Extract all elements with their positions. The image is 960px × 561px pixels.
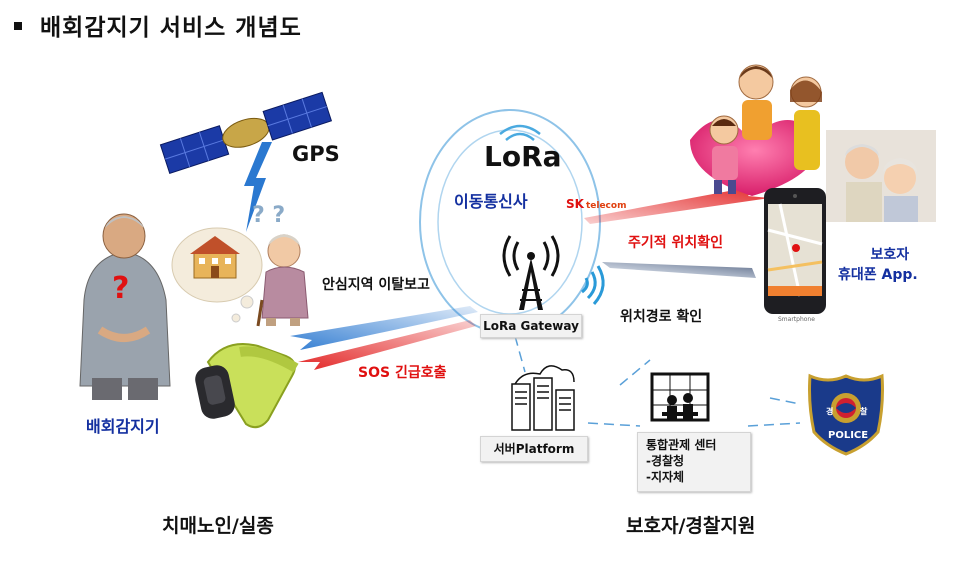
- sk-brand-text: SK: [566, 197, 584, 211]
- title-text: 배회감지기 서비스 개념도: [40, 15, 302, 41]
- gps-signal-bolt: [244, 142, 272, 232]
- police-korean-1: 경: [826, 406, 833, 416]
- control-center-icon: [650, 372, 710, 422]
- police-badge-icon: 경 찰 POLICE: [808, 373, 884, 456]
- right-caption: 보호자/경찰지원: [626, 515, 756, 537]
- lora-antenna-tower-icon: [502, 235, 560, 310]
- sk-telecom-text: telecom: [585, 201, 627, 211]
- sos-call-beam: [298, 320, 476, 370]
- control-center-label: 통합관제 센터: [646, 438, 717, 452]
- control-center-item-police: -경찰청: [646, 454, 685, 468]
- server-rack-icon: [511, 365, 575, 431]
- wireless-wave-icon: [581, 265, 605, 305]
- lora-gateway-box: LoRa Gateway: [480, 314, 582, 338]
- gps-label: GPS: [292, 142, 340, 166]
- server-platform-box: 서버Platform: [480, 436, 588, 462]
- left-caption: 치매노인/실종: [162, 515, 274, 537]
- elderly-man-illustration: [79, 213, 171, 400]
- satellite-icon: [159, 91, 333, 175]
- elderly-woman-illustration: [256, 234, 309, 327]
- periodic-location-label: 주기적 위치확인: [628, 235, 724, 251]
- family-heart-illustration: [690, 64, 822, 196]
- lora-logo-text: LoRa: [484, 140, 562, 173]
- red-question-mark: ?: [112, 271, 129, 306]
- carrier-label: 이동통신사: [454, 192, 528, 211]
- lora-gateway-label: LoRa Gateway: [483, 319, 579, 333]
- guardian-app-label: 보호자 휴대폰 App.: [838, 244, 918, 284]
- page-title: 배회감지기 서비스 개념도: [14, 8, 302, 42]
- question-marks: ? ?: [252, 203, 285, 228]
- route-check-beam: [602, 262, 756, 278]
- police-korean-2: 찰: [860, 406, 868, 416]
- safe-zone-alert-label: 안심지역 이탈보고: [322, 277, 430, 293]
- device-label: 배회감지기: [86, 417, 160, 436]
- title-bullet: [14, 21, 22, 30]
- safe-zone-alert-beam: [290, 306, 478, 350]
- smartphone-caption: Smartphone: [778, 316, 815, 323]
- connector-lines: [514, 335, 801, 427]
- server-platform-label: 서버Platform: [493, 442, 575, 456]
- elderly-couple-photo: [826, 130, 936, 222]
- smartphone-icon: [764, 188, 826, 314]
- sos-call-label: SOS 긴급호출: [358, 365, 447, 381]
- wristband-device-icon: [195, 343, 299, 429]
- periodic-location-beam: [584, 186, 770, 224]
- police-text: POLICE: [828, 430, 868, 441]
- thought-bubble: [171, 227, 263, 323]
- guardian-app-line-1: 보호자: [870, 247, 910, 263]
- control-center-box: 통합관제 센터 -경찰청 -지자체: [637, 432, 751, 492]
- control-center-item-local-gov: -지자체: [646, 470, 685, 484]
- guardian-app-line-2: 휴대폰 App.: [838, 267, 918, 283]
- route-check-label: 위치경로 확인: [620, 309, 703, 325]
- lora-logo-waves: [499, 124, 541, 141]
